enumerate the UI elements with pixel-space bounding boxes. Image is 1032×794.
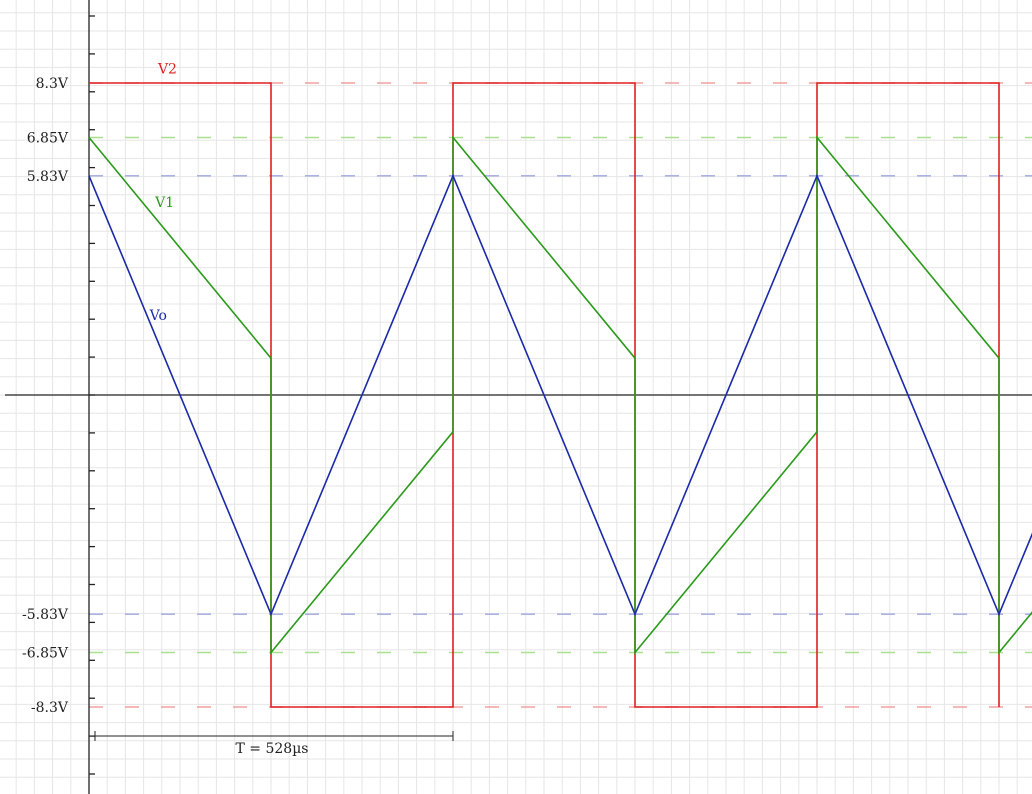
y-tick-label: -8.3V [31, 700, 69, 716]
y-tick-label: 6.85V [27, 131, 69, 147]
y-tick-labels: 8.3V 6.85V 5.83V -5.83V -6.85V -8.3V [22, 76, 69, 716]
series-line-v1 [88, 135, 1032, 655]
series-lines [88, 82, 1032, 708]
period-annotation: T = 528µs [94, 731, 454, 757]
y-tick-label: 5.83V [27, 169, 69, 185]
series-label-vo: Vo [149, 308, 167, 324]
period-label: T = 528µs [236, 741, 309, 757]
series-label-v2: V2 [157, 62, 177, 78]
y-tick-label: 8.3V [36, 76, 69, 92]
y-axis-ticks [89, 15, 95, 775]
y-tick-label: -5.83V [22, 607, 69, 623]
axes [5, 0, 1032, 794]
y-tick-label: -6.85V [22, 645, 69, 661]
series-line-vo [88, 173, 1032, 617]
series-label-v1: V1 [154, 195, 174, 211]
